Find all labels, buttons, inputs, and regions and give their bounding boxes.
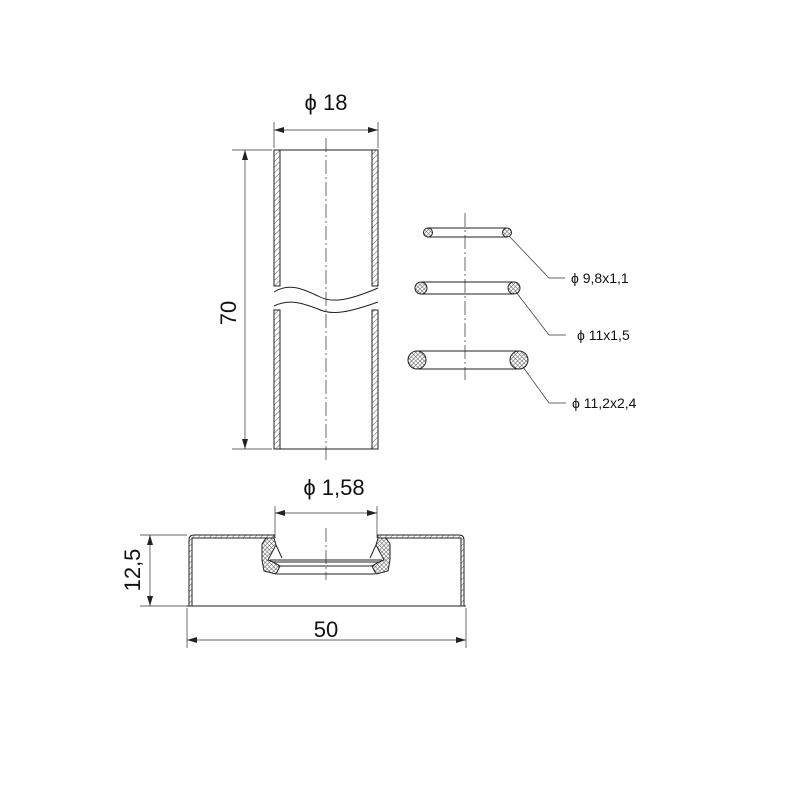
break-line-upper <box>273 286 379 301</box>
cap-shell-left <box>188 534 275 607</box>
tube-wall-left-upper <box>273 149 281 287</box>
cap-shell-right <box>377 534 465 607</box>
break-line-lower <box>273 301 379 313</box>
seal-inner-slopes <box>275 544 377 559</box>
o-ring-2-label: ϕ 11x1,5 <box>577 327 630 343</box>
cap-width-label: 50 <box>314 617 338 642</box>
cap-height-extension-lines <box>140 534 187 607</box>
tube-length-label: 70 <box>216 301 241 325</box>
tube-section: ϕ 18 70 <box>216 90 379 460</box>
cap-height-label: 12,5 <box>120 549 145 592</box>
tube-ends <box>274 149 378 450</box>
o-ring-1-leader <box>508 235 565 279</box>
cap-inner-diameter-label: ϕ 1,58 <box>303 475 364 500</box>
o-ring-3: ϕ 11,2x2,4 <box>407 350 637 411</box>
o-ring-2: ϕ 11x1,5 <box>414 281 630 343</box>
cap-section: ϕ 1,58 12,5 50 <box>120 475 467 648</box>
o-ring-3-leader <box>522 366 566 404</box>
tube-length-extension-lines <box>232 149 272 450</box>
o-rings: ϕ 9,8x1,1 ϕ 11x1,5 ϕ 11,2x2,4 <box>407 213 637 411</box>
seal-lips <box>270 559 382 575</box>
tube-wall-right-upper <box>371 149 379 287</box>
o-ring-1-label: ϕ 9,8x1,1 <box>571 270 629 286</box>
tube-wall-left-lower <box>273 309 281 450</box>
o-ring-2-leader <box>515 291 566 336</box>
seal-left <box>261 537 281 575</box>
tube-diameter-extension-lines <box>273 122 379 148</box>
tube-diameter-label: ϕ 18 <box>305 90 348 115</box>
tube-wall-right-lower <box>371 309 379 450</box>
o-ring-1: ϕ 9,8x1,1 <box>423 227 629 286</box>
seal-right <box>371 537 391 575</box>
o-ring-3-label: ϕ 11,2x2,4 <box>572 395 637 411</box>
